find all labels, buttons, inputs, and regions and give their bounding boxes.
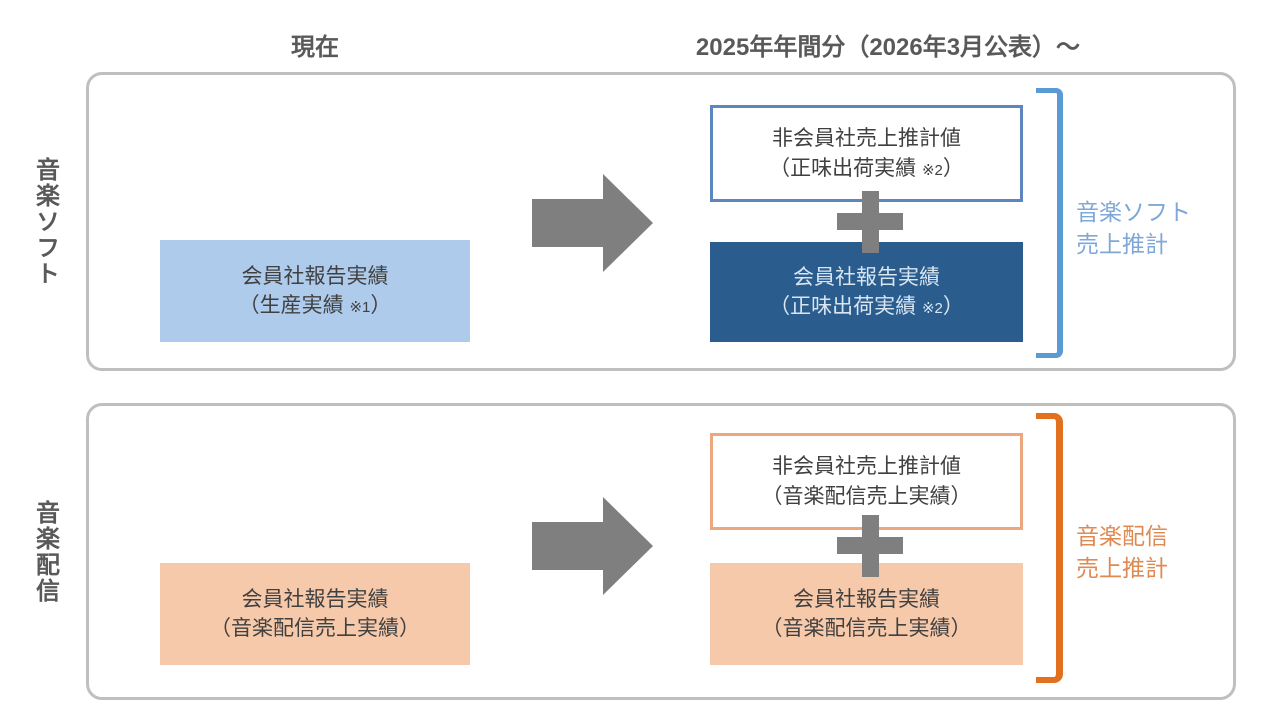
box-line2: （正味出荷実績 ※2） xyxy=(769,295,964,318)
column-header-current: 現在 xyxy=(291,34,339,61)
box-line1: 非会員社売上推計値 xyxy=(772,455,961,479)
plus-icon xyxy=(837,515,903,577)
box-line2: （生産実績 ※1） xyxy=(238,294,392,317)
footnote-ref: ※1 xyxy=(349,299,371,316)
estimate-label-music-distribution: 音楽配信 売上推計 xyxy=(1076,523,1168,581)
box-nonmember-estimate-soft: 非会員社売上推計値 （正味出荷実績 ※2） xyxy=(710,105,1023,202)
box-line1: 会員社報告実績 xyxy=(793,587,940,611)
box-line1: 会員社報告実績 xyxy=(793,265,940,289)
box-line1: 会員社報告実績 xyxy=(241,587,389,611)
side-label-music-software: 音楽ソフト xyxy=(31,156,59,287)
box-line2: （正味出荷実績 ※2） xyxy=(769,156,964,180)
bracket-music-distribution xyxy=(1036,413,1063,683)
box-member-report-future-soft: 会員社報告実績 （正味出荷実績 ※2） xyxy=(710,242,1023,342)
side-label-music-distribution: 音楽配信 xyxy=(31,499,59,604)
footnote-ref: ※2 xyxy=(921,300,943,317)
box-line2: （音楽配信売上実績） xyxy=(761,617,972,640)
footnote-ref: ※2 xyxy=(921,161,943,179)
box-line1: 会員社報告実績 xyxy=(241,264,389,288)
box-line1: 非会員社売上推計値 xyxy=(772,127,961,151)
estimate-label-music-software: 音楽ソフト 売上推計 xyxy=(1076,199,1191,257)
column-header-future: 2025年年間分（2026年3月公表）～ xyxy=(695,34,1081,61)
bracket-music-software xyxy=(1036,88,1063,358)
box-line2: （音楽配信売上実績） xyxy=(210,617,420,640)
box-member-report-future-dist: 会員社報告実績 （音楽配信売上実績） xyxy=(710,563,1023,665)
box-member-report-current-soft: 会員社報告実績 （生産実績 ※1） xyxy=(160,240,470,342)
box-member-report-current-dist: 会員社報告実績 （音楽配信売上実績） xyxy=(160,563,470,665)
arrow-right-icon xyxy=(532,174,653,272)
plus-icon xyxy=(837,191,903,253)
arrow-right-icon xyxy=(532,497,653,595)
box-line2: （音楽配信売上実績） xyxy=(761,484,972,508)
